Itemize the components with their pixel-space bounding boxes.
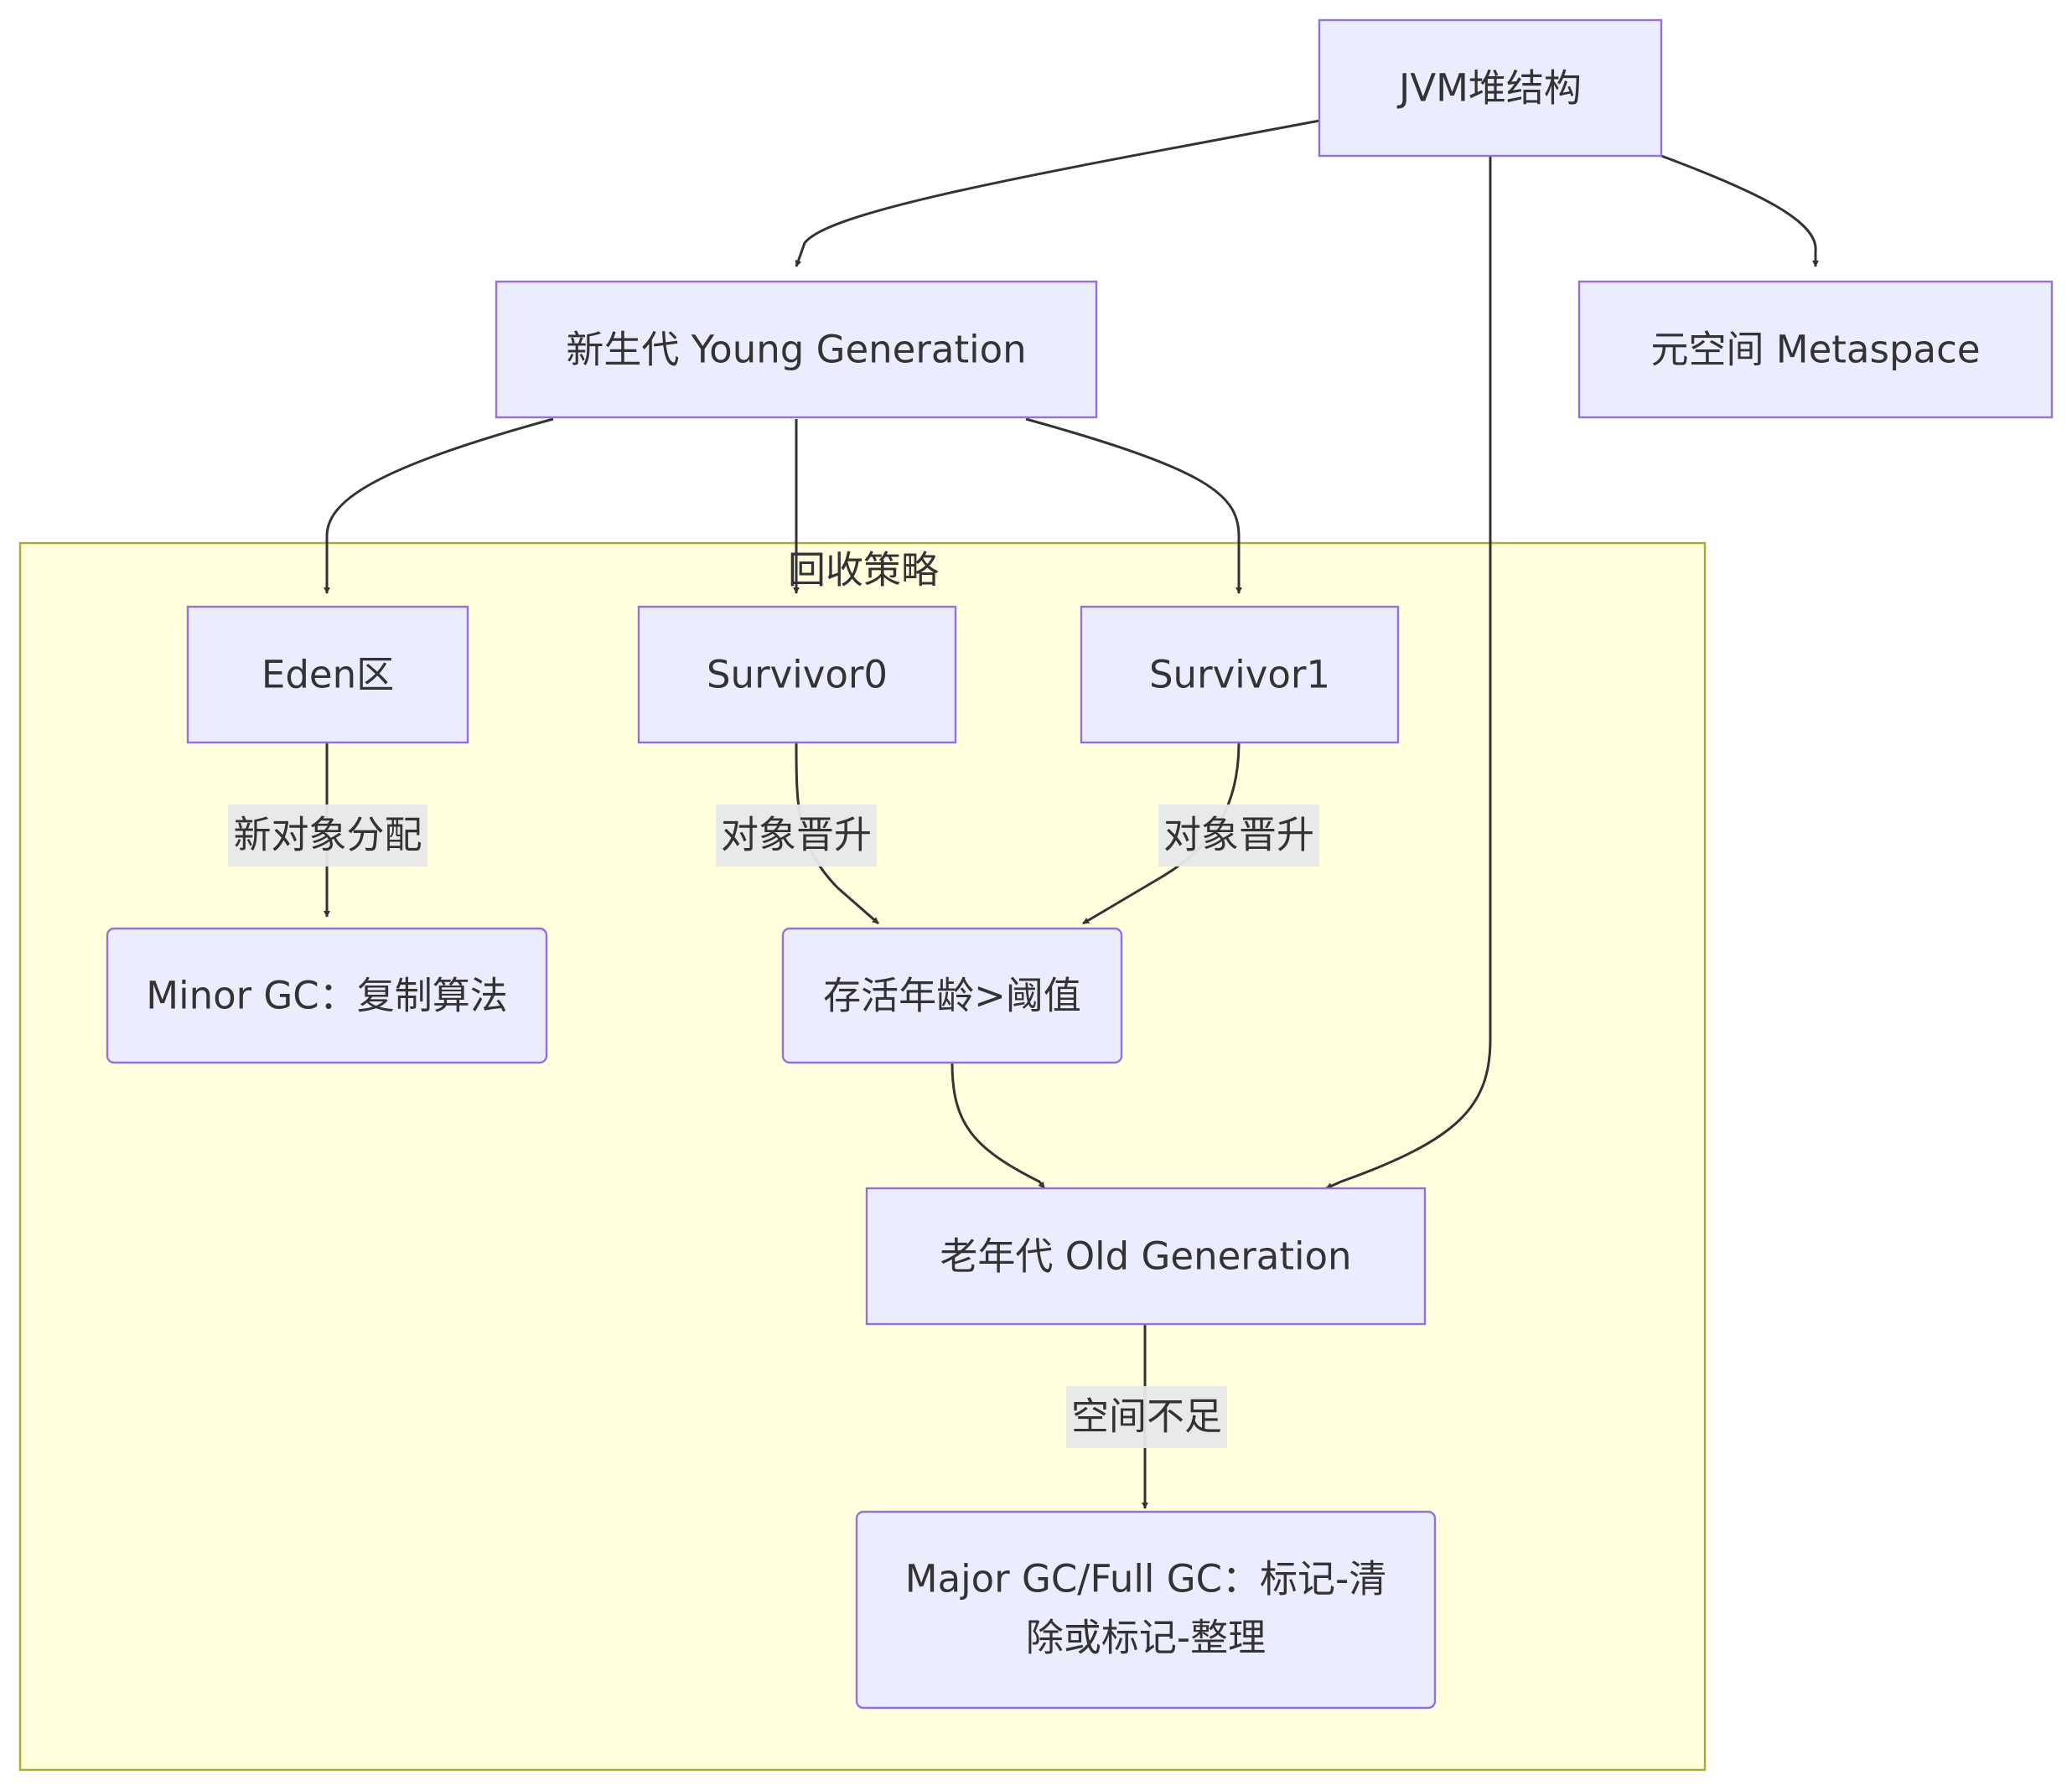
edge-label-s0-age: 对象晋升: [716, 804, 877, 867]
node-old-generation-label: 老年代 Old Generation: [940, 1234, 1351, 1279]
edge-label-eden-minor: 新对象分配: [228, 804, 427, 867]
node-survivor0-label: Survivor0: [707, 653, 888, 697]
node-survivor0: Survivor0: [637, 605, 957, 744]
node-metaspace: 元空间 Metaspace: [1577, 280, 2054, 419]
nodes: JVM堆结构 新生代 Young Generation 元空间 Metaspac…: [106, 18, 2054, 1710]
node-survival-age: 存活年龄>阈值: [781, 927, 1123, 1064]
node-eden: Eden区: [186, 605, 469, 744]
edge-label-eden-minor-text: 新对象分配: [233, 813, 422, 857]
edge-label-old-major-text: 空间不足: [1071, 1394, 1222, 1439]
node-major-gc: Major GC/Full GC：标记-清 除或标记-整理: [855, 1510, 1437, 1710]
node-jvm-heap: JVM堆结构: [1318, 18, 1663, 158]
edge-jvm-young: [795, 119, 1320, 267]
node-young-generation-label: 新生代 Young Generation: [566, 328, 1026, 372]
node-survival-age-label: 存活年龄>阈值: [823, 974, 1081, 1018]
edge-label-s1-age: 对象晋升: [1158, 804, 1319, 867]
node-eden-label: Eden区: [262, 653, 394, 697]
edge-age-old: [951, 1062, 1046, 1189]
node-major-gc-label-line2: 除或标记-整理: [1026, 1616, 1266, 1660]
node-survivor1-label: Survivor1: [1149, 653, 1330, 697]
node-survivor1: Survivor1: [1080, 605, 1400, 744]
node-metaspace-label: 元空间 Metaspace: [1650, 328, 1980, 372]
node-major-gc-label-line1: Major GC/Full GC：标记-清: [905, 1557, 1386, 1601]
edge-label-s0-age-text: 对象晋升: [721, 813, 872, 857]
edge-young-eden: [324, 417, 554, 594]
node-young-generation: 新生代 Young Generation: [495, 280, 1098, 419]
node-jvm-heap-label: JVM堆结构: [1396, 66, 1582, 111]
edge-labels: 新对象分配 对象晋升 对象晋升 空间不足: [228, 804, 1319, 1448]
edge-young-s1: [1025, 417, 1242, 594]
node-minor-gc-label: Minor GC：复制算法: [146, 974, 507, 1018]
cluster-title: 回收策略: [788, 548, 939, 592]
node-minor-gc: Minor GC：复制算法: [106, 927, 548, 1064]
node-old-generation: 老年代 Old Generation: [865, 1187, 1427, 1326]
edge-label-s1-age-text: 对象晋升: [1163, 813, 1314, 857]
edge-jvm-old: [1325, 156, 1492, 1190]
edge-label-old-major: 空间不足: [1066, 1386, 1227, 1448]
edge-jvm-meta: [1660, 154, 1819, 267]
